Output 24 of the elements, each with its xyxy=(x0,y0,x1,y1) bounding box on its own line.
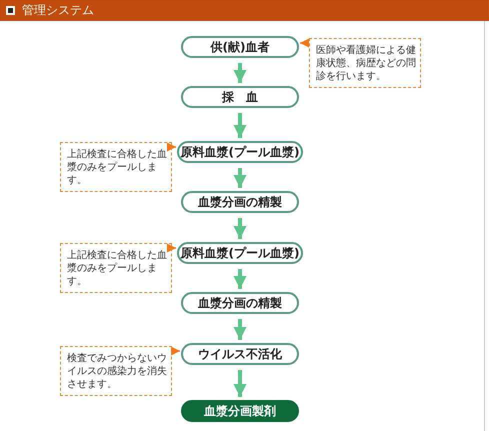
process-box: 原料血漿(プール血漿) xyxy=(177,242,303,264)
arrow xyxy=(234,319,246,340)
arrow xyxy=(234,370,246,397)
note-box: 医師や看護婦による健康状態、病歴などの問診を行います。 xyxy=(309,38,421,88)
arrow xyxy=(167,142,176,152)
note-box: 上記検査に合格した血漿のみをプールします。 xyxy=(60,243,172,293)
arrow xyxy=(234,168,246,188)
arrow xyxy=(300,38,309,48)
arrow xyxy=(234,269,246,289)
process-box: 血漿分画の精製 xyxy=(181,191,299,213)
process-box: ウイルス不活化 xyxy=(181,343,299,365)
arrow xyxy=(234,63,246,83)
arrow xyxy=(234,113,246,138)
arrow xyxy=(234,218,246,239)
arrow xyxy=(171,346,180,356)
arrow xyxy=(167,244,176,252)
note-box: 検査でみつからないウイルスの感染力を消失させます。 xyxy=(60,346,172,396)
process-box: 供(献)血者 xyxy=(181,36,299,58)
process-box: 血漿分画の精製 xyxy=(181,292,299,314)
process-box: 採 血 xyxy=(181,86,299,108)
process-box: 血漿分画製剤 xyxy=(181,400,299,422)
process-box: 原料血漿(プール血漿) xyxy=(177,141,303,163)
note-box: 上記検査に合格した血漿のみをプールします。 xyxy=(60,142,172,192)
section-title: 管理システム xyxy=(22,3,94,18)
